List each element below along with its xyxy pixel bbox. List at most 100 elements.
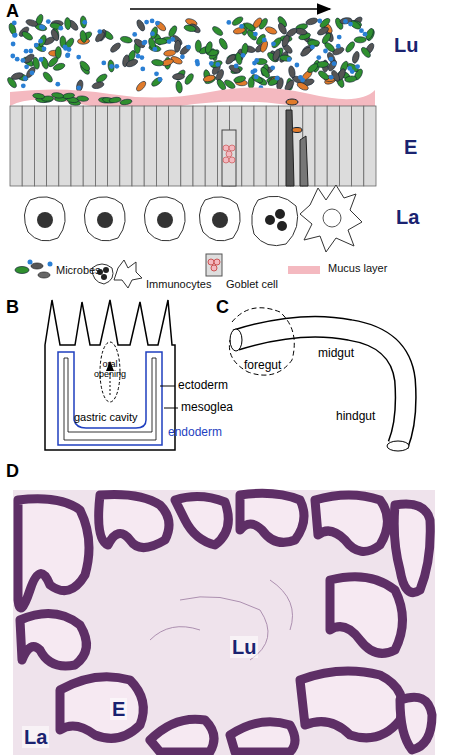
gut-region-label: foregut <box>244 359 281 372</box>
metabolite-dot <box>39 57 44 62</box>
villus-folds <box>18 493 432 752</box>
metabolite-dot <box>348 22 353 27</box>
gut-region-label: hindgut <box>336 410 375 423</box>
illustration-shape <box>300 185 362 252</box>
metabolite-dot <box>316 55 321 60</box>
metabolite-dot <box>109 64 114 69</box>
panel-letter: A <box>6 2 19 22</box>
microbe <box>151 59 164 67</box>
microbe <box>228 64 241 75</box>
epithelial-cell <box>34 106 46 186</box>
metabolite-dot <box>15 57 20 62</box>
metabolite-dot <box>250 70 255 75</box>
microbe <box>296 81 309 92</box>
metabolite-dot <box>66 52 71 57</box>
microbe <box>317 69 330 81</box>
epithelial-cell <box>254 106 266 186</box>
microbe <box>204 74 217 85</box>
epithelial-cell <box>156 106 168 186</box>
microbe <box>243 21 256 32</box>
metabolite-dot <box>186 45 191 50</box>
tissue-label: endoderm <box>168 426 222 439</box>
metabolite-dot <box>144 20 149 25</box>
epithelial-cell <box>327 106 339 186</box>
illustration-shape <box>230 722 295 752</box>
metabolite-dot <box>63 46 68 51</box>
metabolite-dot <box>310 45 315 50</box>
metabolite-dot <box>10 54 15 59</box>
metabolite-dot <box>332 61 337 66</box>
illustration-shape <box>48 262 53 267</box>
intraepithelial-cell <box>300 136 308 186</box>
illustration-shape <box>275 209 285 219</box>
metabolite-dot <box>21 58 26 63</box>
metabolite-dot <box>30 70 35 75</box>
epithelial-cell <box>108 106 120 186</box>
microbe <box>50 28 61 41</box>
metabolite-dot <box>13 33 18 38</box>
metabolite-dot <box>136 54 141 59</box>
metabolite-dot <box>234 64 239 69</box>
region-label: Lu <box>230 636 258 658</box>
microbe <box>288 65 296 78</box>
metabolite-dot <box>337 35 342 40</box>
epithelial-cell <box>266 106 278 186</box>
illustration-shape <box>150 719 214 752</box>
metabolite-dot <box>76 55 81 60</box>
illustration-shape <box>38 272 50 278</box>
illustration-shape <box>175 496 228 545</box>
illustration-shape <box>208 259 214 265</box>
microbe <box>133 37 146 49</box>
hydra-illustration <box>45 300 178 450</box>
metabolite-dot <box>150 31 155 36</box>
intraepithelial-cell <box>286 110 294 186</box>
microbe <box>109 41 122 53</box>
illustration-shape <box>400 697 432 750</box>
metabolite-dot <box>11 42 16 47</box>
microbe <box>38 34 48 47</box>
epithelial-cell <box>193 106 205 186</box>
gut-illustration <box>229 308 409 451</box>
metabolite-dot <box>101 61 106 66</box>
illustration-shape <box>84 197 125 241</box>
microbe-layer <box>6 13 376 93</box>
microbe <box>150 26 159 39</box>
microbe <box>264 25 277 35</box>
epithelial-cell <box>315 106 327 186</box>
illustration-shape <box>236 327 406 445</box>
metabolite-dot <box>295 63 300 68</box>
region-label: Lu <box>394 34 418 56</box>
metabolite-dot <box>252 61 257 66</box>
metabolite-dot <box>132 32 137 37</box>
illustration-shape <box>387 441 409 451</box>
illustration-shape <box>37 212 53 228</box>
epithelial-cell <box>95 106 107 186</box>
microbe <box>91 81 104 90</box>
microbe <box>250 73 263 84</box>
epithelial-cell <box>364 106 376 186</box>
epithelial-cell <box>47 106 59 186</box>
epithelial-cell <box>10 106 22 186</box>
metabolite-dot <box>239 24 244 29</box>
microbe <box>211 25 224 37</box>
illustration-shape <box>230 329 242 351</box>
metabolite-dot <box>150 19 155 24</box>
panel-letter: C <box>216 298 229 318</box>
illustration-shape <box>64 358 156 440</box>
microbe <box>210 59 223 69</box>
microbe <box>216 78 228 91</box>
metabolite-dot <box>65 53 70 58</box>
microbe <box>80 16 87 28</box>
lamina-cells <box>24 185 362 252</box>
metabolite-dot <box>158 77 163 82</box>
illustration-shape <box>58 352 162 445</box>
epithelial-cell <box>339 106 351 186</box>
metabolite-dot <box>97 29 102 34</box>
epithelial-cell <box>169 106 181 186</box>
illustration-shape <box>214 259 220 265</box>
metabolite-dot <box>154 71 159 76</box>
illustration-shape <box>20 614 86 666</box>
metabolite-dot <box>180 54 185 59</box>
illustration-shape <box>24 197 65 241</box>
metabolite-dot <box>253 32 258 37</box>
